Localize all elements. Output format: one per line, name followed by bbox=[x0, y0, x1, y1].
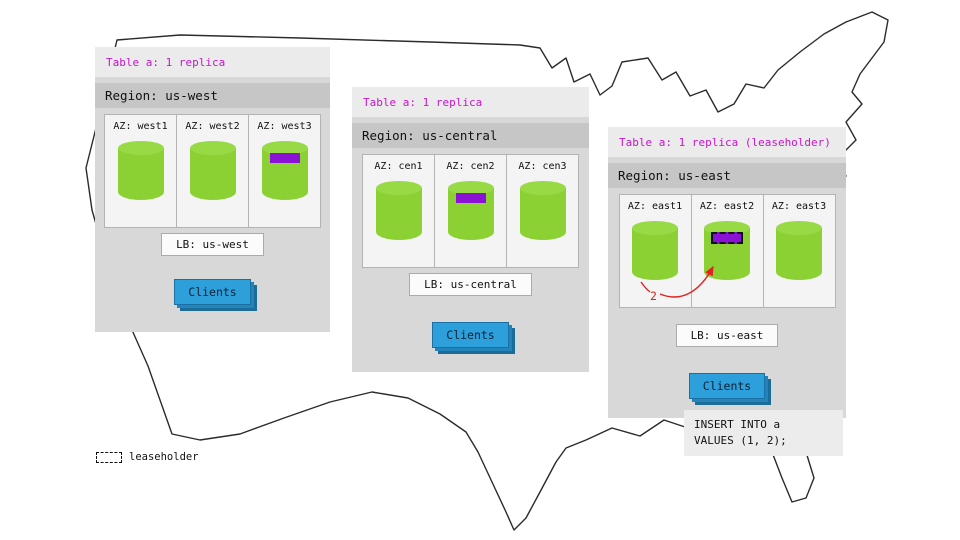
az-label: AZ: east1 bbox=[627, 201, 683, 212]
clients-button: Clients bbox=[174, 279, 251, 305]
az-row: AZ: cen1 AZ: cen2 AZ: cen3 bbox=[362, 154, 579, 268]
az-box-cen1: AZ: cen1 bbox=[362, 154, 435, 268]
region-title: Region: us-central bbox=[352, 123, 589, 148]
az-box-east3: AZ: east3 bbox=[762, 194, 836, 308]
load-balancer-box: LB: us-central bbox=[409, 273, 532, 296]
table-header: Table a: 1 replica (leaseholder) bbox=[608, 127, 846, 157]
database-cylinder bbox=[261, 141, 308, 200]
az-label: AZ: cen2 bbox=[446, 161, 495, 172]
sql-note: INSERT INTO a VALUES (1, 2); bbox=[684, 410, 843, 456]
clients-button: Clients bbox=[688, 373, 766, 399]
database-cylinder bbox=[189, 141, 236, 200]
az-box-west2: AZ: west2 bbox=[176, 114, 249, 228]
az-box-west3: AZ: west3 bbox=[248, 114, 321, 228]
az-box-cen2: AZ: cen2 bbox=[434, 154, 507, 268]
panel-body: Region: us-east AZ: east1 AZ: east2 AZ: … bbox=[608, 157, 846, 418]
leaseholder-marker bbox=[711, 232, 743, 244]
az-label: AZ: west2 bbox=[185, 121, 240, 132]
database-cylinder bbox=[375, 181, 422, 240]
az-label: AZ: west3 bbox=[257, 121, 312, 132]
az-label: AZ: cen3 bbox=[518, 161, 567, 172]
replica-marker bbox=[455, 193, 486, 203]
database-cylinder bbox=[117, 141, 164, 200]
load-balancer-box: LB: us-west bbox=[161, 233, 264, 256]
panel-body: Region: us-west AZ: west1 AZ: west2 AZ: … bbox=[95, 77, 330, 332]
region-panel-us-central: Table a: 1 replica Region: us-central AZ… bbox=[352, 87, 589, 372]
az-label: AZ: east3 bbox=[771, 201, 827, 212]
az-label: AZ: cen1 bbox=[374, 161, 423, 172]
az-row: AZ: west1 AZ: west2 AZ: west3 bbox=[104, 114, 321, 228]
arrow-step-label: 2 bbox=[650, 289, 657, 303]
region-panel-us-west: Table a: 1 replica Region: us-west AZ: w… bbox=[95, 47, 330, 332]
load-balancer-box: LB: us-east bbox=[675, 324, 779, 347]
database-cylinder bbox=[704, 221, 750, 280]
table-header-label: Table a: 1 replica (leaseholder) bbox=[619, 135, 831, 149]
region-panel-us-east: Table a: 1 replica (leaseholder) Region:… bbox=[608, 127, 846, 418]
az-box-west1: AZ: west1 bbox=[104, 114, 177, 228]
table-header-label: Table a: 1 replica bbox=[363, 95, 483, 109]
database-cylinder bbox=[776, 221, 822, 280]
database-cylinder bbox=[447, 181, 494, 240]
table-header: Table a: 1 replica bbox=[352, 87, 589, 117]
panel-body: Region: us-central AZ: cen1 AZ: cen2 AZ:… bbox=[352, 117, 589, 372]
table-header-label: Table a: 1 replica bbox=[106, 55, 226, 69]
sql-line-1: INSERT INTO a bbox=[694, 418, 781, 431]
leaseholder-swatch bbox=[96, 451, 122, 463]
table-header: Table a: 1 replica bbox=[95, 47, 330, 77]
az-label: AZ: west1 bbox=[113, 121, 168, 132]
leaseholder-legend: leaseholder bbox=[96, 451, 199, 463]
az-row: AZ: east1 AZ: east2 AZ: east3 bbox=[618, 194, 836, 308]
sql-line-2: VALUES (1, 2); bbox=[694, 434, 787, 447]
az-box-east2: AZ: east2 bbox=[690, 194, 764, 308]
clients-button: Clients bbox=[432, 322, 509, 348]
database-cylinder bbox=[519, 181, 566, 240]
az-box-cen3: AZ: cen3 bbox=[506, 154, 579, 268]
az-label: AZ: east2 bbox=[699, 201, 755, 212]
region-title: Region: us-west bbox=[95, 83, 330, 108]
replica-marker bbox=[269, 153, 300, 163]
legend-label: leaseholder bbox=[129, 451, 199, 463]
database-cylinder bbox=[632, 221, 678, 280]
region-title: Region: us-east bbox=[608, 163, 846, 188]
